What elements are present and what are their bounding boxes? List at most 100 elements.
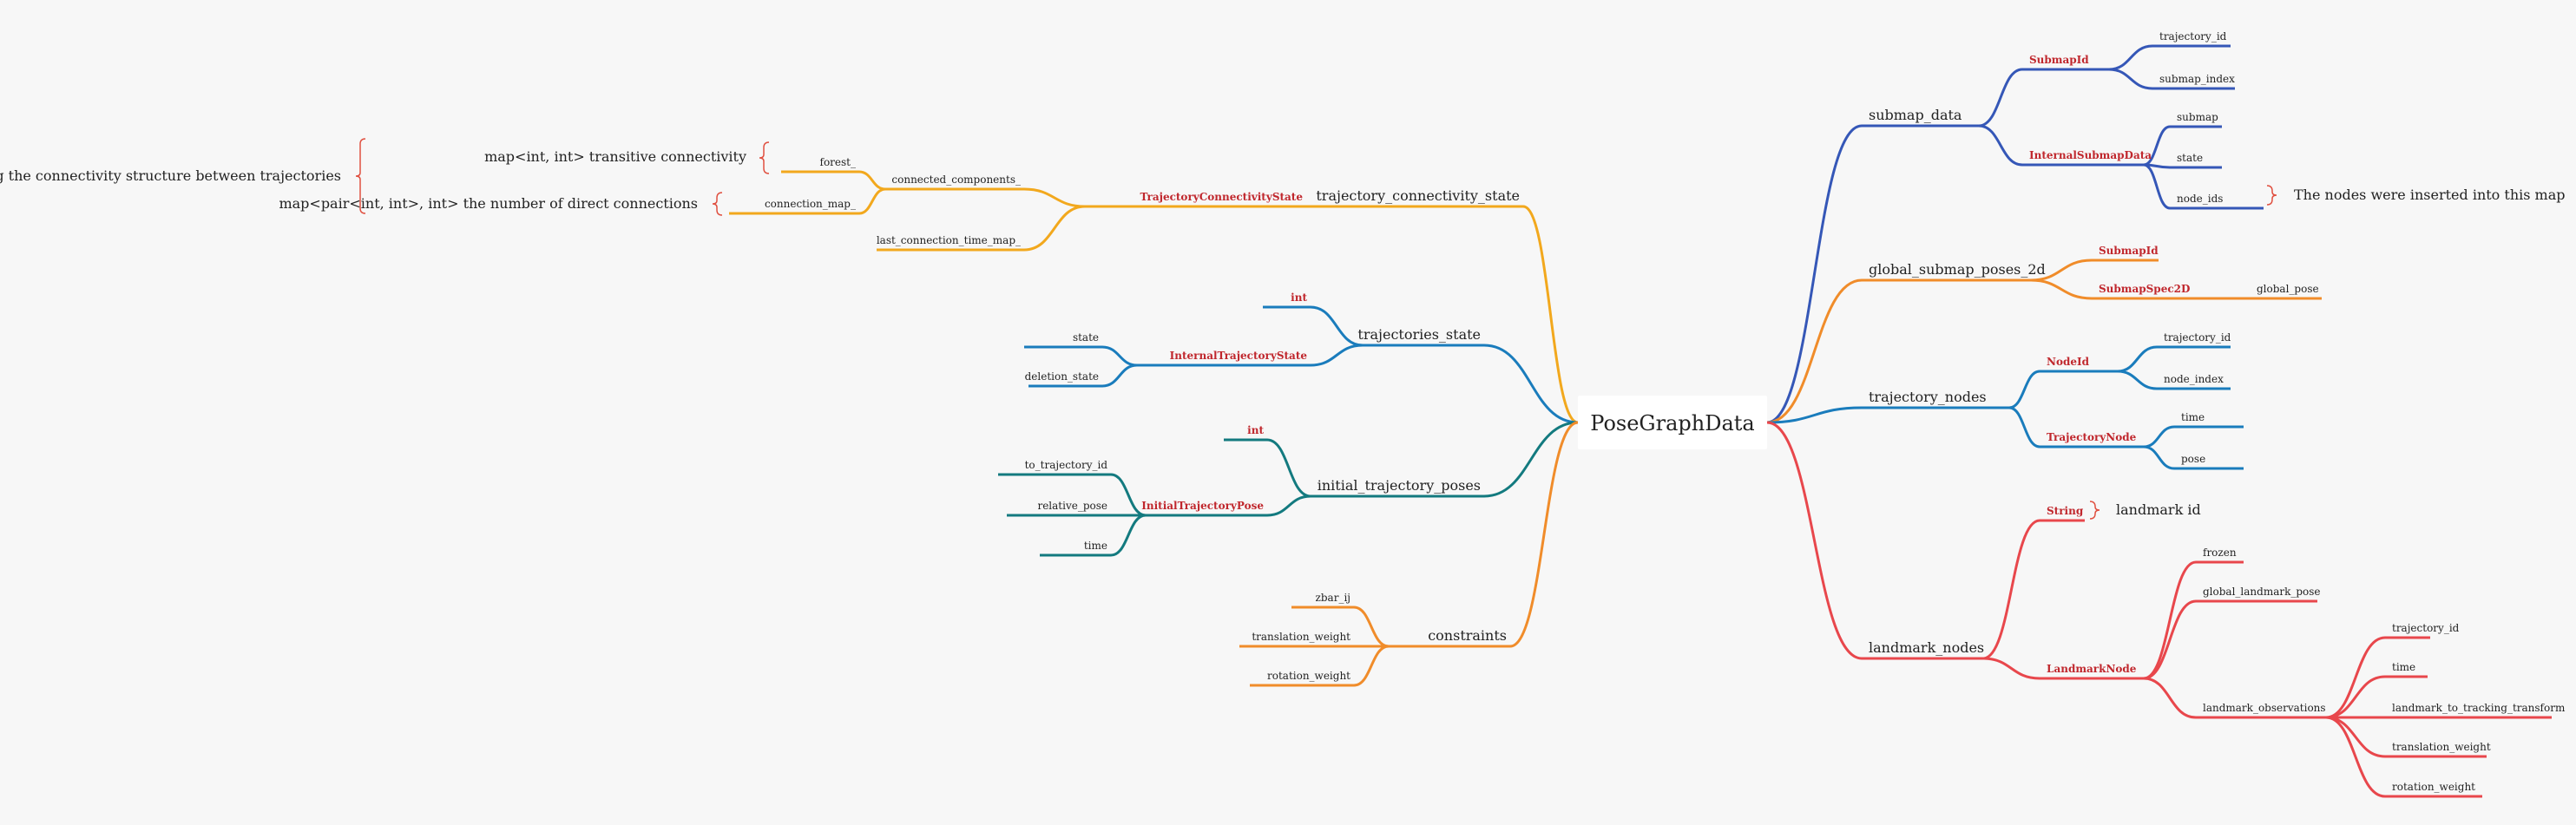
- global-pose-field: global_pose: [2257, 283, 2319, 295]
- edge-landmarknode: [1981, 657, 2041, 680]
- edge-initial-traj-pose: [1265, 494, 1312, 517]
- trajectory-node-type: TrajectoryNode: [2047, 431, 2137, 443]
- trajectory-state-field: state: [1073, 331, 1099, 344]
- node-id-type: NodeId: [2047, 356, 2090, 368]
- edge-observation-3: [2324, 716, 2387, 758]
- edge-string: [1981, 519, 2041, 660]
- initial-trajectory-pose-type: InitialTrajectoryPose: [1141, 500, 1264, 512]
- outer-note: Tracking the connectivity structure betw…: [0, 167, 341, 184]
- node-trajectory-id: trajectory_id: [2164, 331, 2231, 344]
- edge-initial-poses: [1482, 421, 1580, 498]
- landmark-node-type: LandmarkNode: [2047, 663, 2137, 675]
- edge-forest: [858, 170, 887, 191]
- string-type: String: [2047, 505, 2084, 517]
- edge-zbar: [1352, 606, 1390, 648]
- edge-internal-traj-state: [1309, 344, 1364, 367]
- edges-layer: [355, 44, 2552, 798]
- submap-id-type: SubmapId: [2029, 54, 2089, 66]
- internal-submap-data-type: InternalSubmapData: [2029, 149, 2152, 161]
- node-time-field: time: [2181, 411, 2205, 423]
- zbar-ij-field: zbar_ij: [1316, 592, 1350, 604]
- submap-trajectory-id: trajectory_id: [2159, 30, 2227, 43]
- global-submapid-type: SubmapId: [2099, 245, 2159, 257]
- edge-trajectory-node: [2008, 406, 2041, 449]
- edge-trajectory-nodes: [1765, 406, 1863, 424]
- deletion-state-field: deletion_state: [1025, 370, 1099, 383]
- to-trajectory-id-field: to_trajectory_id: [1025, 459, 1108, 471]
- edge-observation-1: [2324, 675, 2387, 719]
- edge-nodeid: [2008, 370, 2041, 409]
- relative-pose-field: relative_pose: [1037, 500, 1107, 512]
- edge-constraints: [1508, 421, 1580, 648]
- edge-traj-id-1: [2107, 44, 2154, 71]
- observation-field-2: landmark_to_tracking_transform: [2392, 702, 2566, 714]
- node-pose-field: pose: [2181, 453, 2205, 465]
- edge-internal-submap: [1977, 124, 2024, 167]
- forest-brace: [759, 141, 770, 174]
- initial-pose-time-field: time: [1084, 540, 1107, 552]
- edge-connected-components: [1022, 187, 1087, 208]
- root-box: [1578, 396, 1767, 449]
- edge-trajectories-state: [1482, 344, 1580, 424]
- edge-rotation-weight: [1352, 645, 1390, 687]
- frozen-field: frozen: [2203, 547, 2237, 559]
- edge-submapid: [1977, 68, 2024, 128]
- edge-submapspec: [2029, 278, 2093, 300]
- internal-trajectory-state-type: InternalTrajectoryState: [1170, 350, 1308, 362]
- observation-field-1: time: [2392, 661, 2415, 673]
- connectivity-state-node: trajectory_connectivity_state: [1316, 187, 1520, 204]
- edge-last-connection: [1022, 205, 1087, 252]
- landmark-observations-field: landmark_observations: [2203, 702, 2326, 714]
- edge-global-submap-poses: [1765, 278, 1863, 424]
- int-type-2: int: [1247, 424, 1264, 436]
- root-node: PoseGraphData: [1590, 411, 1754, 435]
- node-ids-brace: [2266, 185, 2277, 206]
- submap-index: submap_index: [2159, 73, 2235, 85]
- connected-components: connected_components_: [891, 174, 1021, 186]
- edge-observation-0: [2324, 636, 2387, 719]
- edge-landmark-nodes: [1765, 421, 1863, 660]
- submap-field: submap: [2177, 111, 2218, 123]
- edge-node-traj-id: [2116, 345, 2159, 373]
- edge-submap-index: [2107, 68, 2154, 90]
- edge-pose-time: [1109, 514, 1147, 557]
- landmark-nodes-node: landmark_nodes: [1869, 639, 1984, 656]
- string-brace: [2089, 501, 2100, 520]
- labels-layer: PoseGraphDatasubmap_dataSubmapIdtrajecto…: [0, 30, 2566, 793]
- edge-frozen: [2142, 560, 2198, 680]
- observation-field-4: rotation_weight: [2392, 781, 2475, 793]
- observation-field-3: translation_weight: [2392, 741, 2491, 753]
- edge-connection-map: [858, 187, 887, 215]
- node-ids-note: The nodes were inserted into this map: [2294, 187, 2566, 203]
- node-ids-field: node_ids: [2177, 193, 2223, 205]
- constraint-translation-weight: translation_weight: [1252, 631, 1350, 643]
- edge-global-landmark-pose: [2142, 599, 2198, 680]
- edge-observation-4: [2324, 716, 2387, 798]
- connection-brace: [712, 192, 723, 216]
- constraint-rotation-weight: rotation_weight: [1267, 670, 1350, 682]
- connection-note: map<pair<int, int>, int> the number of d…: [279, 195, 698, 212]
- global-landmark-pose-field: global_landmark_pose: [2203, 586, 2321, 598]
- initial-poses-node: initial_trajectory_poses: [1318, 477, 1481, 494]
- edge-deletion-state: [1101, 363, 1139, 388]
- global-submap-poses-node: global_submap_poses_2d: [1869, 261, 2046, 278]
- submap-data-node: submap_data: [1869, 107, 1962, 123]
- edge-time: [2142, 425, 2176, 449]
- outer-brace: [355, 138, 366, 214]
- edge-pose: [2142, 445, 2176, 470]
- forest-field: forest_: [820, 156, 856, 168]
- edge-node-ids: [2142, 163, 2172, 210]
- observation-field-0: trajectory_id: [2392, 622, 2460, 634]
- edge-int-1: [1309, 305, 1364, 347]
- node-index: node_index: [2164, 373, 2224, 385]
- edge-to-traj-id: [1109, 473, 1147, 517]
- edge-connectivity-state: [1521, 205, 1580, 424]
- landmark-id-note: landmark id: [2116, 501, 2201, 518]
- trajectories-state-node: trajectories_state: [1357, 326, 1481, 343]
- edge-node-index: [2116, 370, 2159, 390]
- trajectory-nodes-node: trajectory_nodes: [1869, 389, 1987, 405]
- submap-state-field: state: [2177, 152, 2203, 164]
- connectivity-state-type: TrajectoryConnectivityState: [1140, 191, 1303, 203]
- submapspec2d-type: SubmapSpec2D: [2099, 283, 2190, 295]
